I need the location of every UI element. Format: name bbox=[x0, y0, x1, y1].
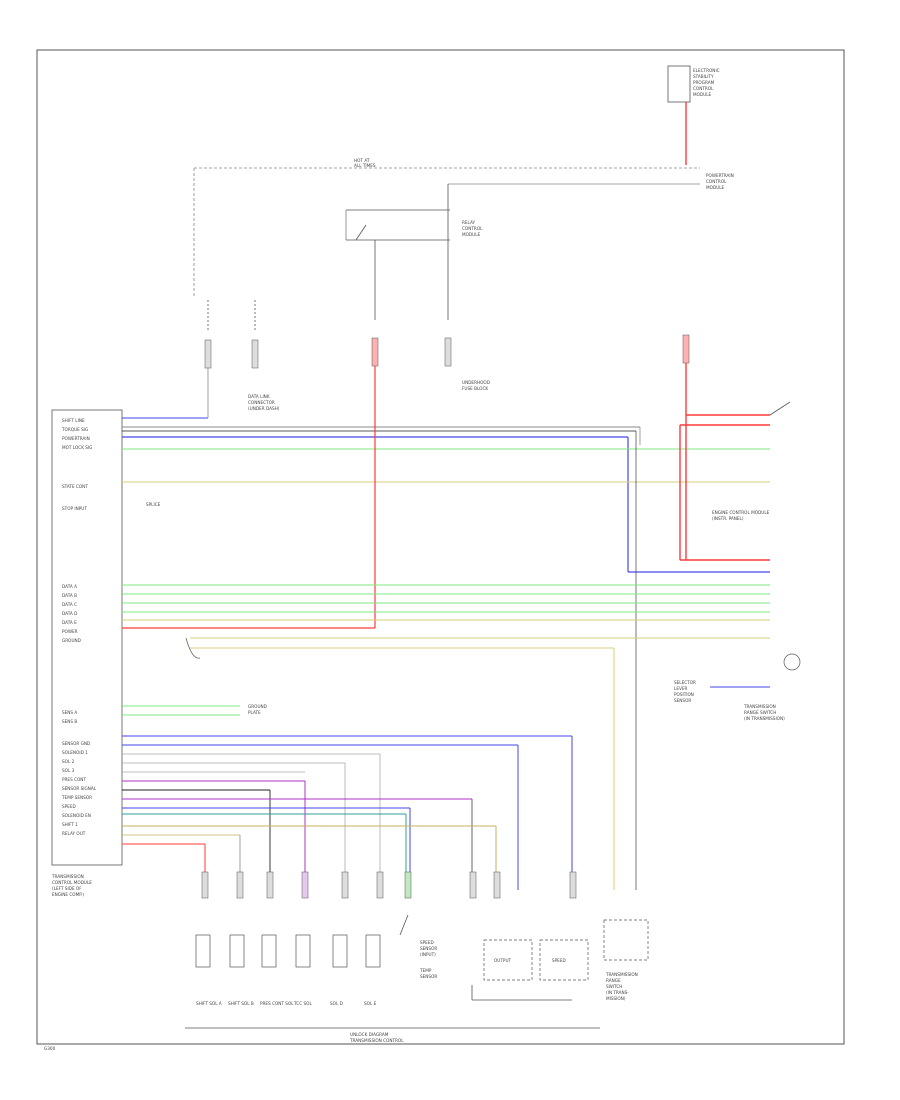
selector-line3: POSITION bbox=[674, 692, 694, 697]
bottom-comp-4: TCC SOL bbox=[293, 1001, 312, 1006]
bottom-connectors bbox=[201, 871, 577, 899]
pin-label-6: STATE CONT bbox=[62, 484, 88, 489]
data-link-line3: (UNDER DASH) bbox=[248, 406, 280, 411]
diagram-frame bbox=[36, 49, 845, 1045]
bottom-comp-1: SHIFT SOL A bbox=[196, 1001, 222, 1006]
bottom-comp-3: PRES CONT SOL bbox=[260, 1001, 294, 1006]
fuse-box-line1: UNDERHOOD bbox=[462, 380, 490, 385]
selector-line2: LEVER bbox=[674, 686, 687, 691]
shift-switch-line1: TRANSMISSION bbox=[743, 704, 776, 709]
pin-sol-a: SENS A bbox=[62, 710, 77, 715]
pin-sol-6: SENSOR SIGNAL bbox=[62, 786, 97, 791]
pin-lower-5: DATA E bbox=[62, 620, 77, 625]
pin-sol-1: SENSOR GND bbox=[62, 741, 90, 746]
hot-at-all-times-line1: HOT AT bbox=[354, 158, 370, 163]
relay-label-line3: MODULE bbox=[462, 232, 481, 237]
left-module-title-1: TRANSMISSION bbox=[51, 874, 84, 879]
temp-sensor-line1: TEMP bbox=[419, 968, 432, 973]
pcm-label-line2: CONTROL bbox=[706, 179, 727, 184]
upper-bus-wires: SPLICE bbox=[122, 368, 770, 890]
bottom-comp-6: SOL E bbox=[364, 1001, 377, 1006]
data-link-line1: DATA LINK bbox=[248, 394, 270, 399]
pin-label-8: STOP INPUT bbox=[62, 506, 87, 511]
pin-sol-7: TEMP SENSOR bbox=[61, 795, 92, 800]
top-right-module-line2: STABILITY bbox=[693, 74, 714, 79]
pin-sol-4: SOL 3 bbox=[62, 768, 75, 773]
left-module-title-2: CONTROL MODULE bbox=[52, 880, 92, 885]
top-right-module-line4: CONTROL bbox=[693, 86, 714, 91]
pin-sol-3: SOL 2 bbox=[62, 759, 75, 764]
pin-lower-1: DATA A bbox=[62, 584, 77, 589]
ecu-label-line1: ENGINE CONTROL MODULE bbox=[712, 510, 770, 515]
top-right-module-line5: MODULE bbox=[693, 92, 712, 97]
hot-at-all-times-line2: ALL TIMES bbox=[354, 163, 376, 168]
pin-label-2: TORQUE SIG bbox=[61, 427, 88, 432]
pin-lower-3: DATA C bbox=[62, 602, 77, 607]
ground-label: G300 bbox=[44, 1046, 56, 1051]
speed-sensor-line1: SPEED bbox=[420, 940, 434, 945]
selector-line1: SELECTOR bbox=[674, 680, 696, 685]
bottom-solenoids: SHIFT SOL A SHIFT SOL B PRES CONT SOL TC… bbox=[185, 934, 600, 1029]
top-right-module-line1: ELECTRONIC bbox=[693, 68, 720, 73]
fuse-box-line2: FUSE BLOCK bbox=[462, 386, 488, 391]
range-switch-line1: TRANSMISSION bbox=[605, 972, 638, 977]
right-red-loop bbox=[679, 363, 791, 561]
pin-lower-4: DATA D bbox=[62, 611, 77, 616]
top-right-module: ELECTRONIC STABILITY PROGRAM CONTROL MOD… bbox=[667, 65, 720, 165]
pin-sol-2: SOLENOID 1 bbox=[62, 750, 88, 755]
ground-near-line1: GROUND bbox=[248, 704, 267, 709]
pin-label-4: MOT LOCK SIG bbox=[62, 445, 92, 450]
relay-label-line2: CONTROL bbox=[462, 226, 483, 231]
pin-label-3: POWERTRAIN bbox=[62, 436, 90, 441]
left-module-title-4: ENGINE COMP.) bbox=[52, 892, 84, 897]
selector-sensor: SELECTOR LEVER POSITION SENSOR TRANSMISS… bbox=[674, 653, 801, 721]
speed-sensor-line3: (INPUT) bbox=[420, 952, 436, 957]
pin-sol-9: SOLENOID EN bbox=[62, 813, 91, 818]
top-dashed-wires: HOT AT ALL TIMES POWERTRAIN CONTROL MODU… bbox=[193, 158, 734, 320]
ecu-label-line2: (INSTR. PANEL) bbox=[712, 516, 744, 521]
range-switch-line4: (IN TRANS- bbox=[606, 990, 629, 995]
pin-sol-b: SENS B bbox=[62, 719, 77, 724]
lower-data-bus bbox=[122, 584, 770, 890]
range-switch-line5: MISSION) bbox=[606, 996, 626, 1001]
solenoid-wires bbox=[122, 735, 573, 890]
pin-sol-5: PRES CONT bbox=[62, 777, 86, 782]
pin-sol-10: SHIFT 1 bbox=[62, 822, 78, 827]
top-connectors: DATA LINK CONNECTOR (UNDER DASH) bbox=[204, 300, 690, 411]
pin-lower-6: POWER bbox=[62, 629, 78, 634]
pin-sol-8: SPEED bbox=[62, 804, 76, 809]
bottom-sensors: SPEED SENSOR (INPUT) TEMP SENSOR OUTPUT … bbox=[399, 914, 649, 1001]
splice-pack-line1: SPLICE bbox=[146, 502, 161, 507]
relay-label-line1: RELAY bbox=[462, 220, 476, 225]
left-module-title-3: (LEFT SIDE OF bbox=[52, 886, 82, 891]
pin-lower-2: DATA B bbox=[62, 593, 77, 598]
data-link-line2: CONNECTOR bbox=[248, 400, 275, 405]
bottom-comp-5: SOL D bbox=[330, 1001, 343, 1006]
speed-sensor2-line1: OUTPUT bbox=[494, 958, 512, 963]
speed-sensor2-line2: SPEED bbox=[552, 958, 566, 963]
speed-sensor-line2: SENSOR bbox=[420, 946, 437, 951]
shift-switch-line2: RANGE SWITCH bbox=[744, 710, 776, 715]
ground-near-line2: PLATE bbox=[248, 710, 261, 715]
relay-block: RELAY CONTROL MODULE UNDERHOOD FUSE BLOC… bbox=[345, 209, 490, 391]
bottom-comp-2: SHIFT SOL B bbox=[228, 1001, 254, 1006]
pcm-label-line3: MODULE bbox=[706, 185, 725, 190]
top-right-module-line3: PROGRAM bbox=[693, 80, 715, 85]
range-switch-line2: RANGE bbox=[606, 978, 621, 983]
pin-label-1: SHIFT LINE bbox=[62, 418, 85, 423]
range-switch-line3: SWITCH bbox=[606, 984, 622, 989]
left-module: TRANSMISSION CONTROL MODULE (LEFT SIDE O… bbox=[51, 409, 123, 897]
pin-lower-7: GROUND bbox=[62, 638, 81, 643]
footer-caption-1: UNLOCK DIAGRAM bbox=[350, 1032, 389, 1037]
shift-switch-line3: (IN TRANSMISSION) bbox=[744, 716, 785, 721]
pcm-label-line1: POWERTRAIN bbox=[706, 173, 734, 178]
temp-sensor-line2: SENSOR bbox=[420, 974, 437, 979]
footer-caption-2: TRANSMISSION CONTROL bbox=[349, 1038, 404, 1043]
selector-line4: SENSOR bbox=[674, 698, 691, 703]
pin-sol-11: RELAY OUT bbox=[62, 831, 86, 836]
